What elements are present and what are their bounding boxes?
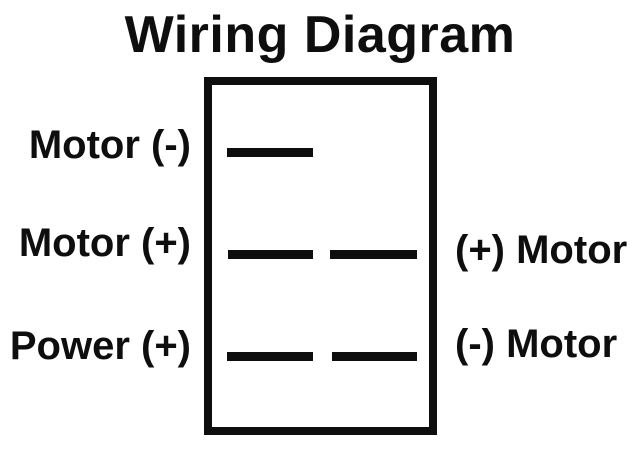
terminal-bar-bottom-right	[332, 352, 417, 361]
terminal-bar-middle-right	[330, 250, 417, 259]
terminal-bar-middle-left	[228, 250, 313, 259]
label-power-positive-left: Power (+)	[9, 324, 191, 368]
terminal-bar-bottom-left	[227, 352, 313, 361]
label-motor-negative-left: Motor (-)	[28, 123, 191, 167]
label-motor-positive-left: Motor (+)	[18, 221, 191, 265]
label-motor-negative-right: (-) Motor	[455, 322, 618, 366]
label-motor-positive-right: (+) Motor	[455, 228, 628, 272]
diagram-title: Wiring Diagram	[124, 6, 516, 64]
terminal-bar-top-left	[227, 148, 313, 157]
